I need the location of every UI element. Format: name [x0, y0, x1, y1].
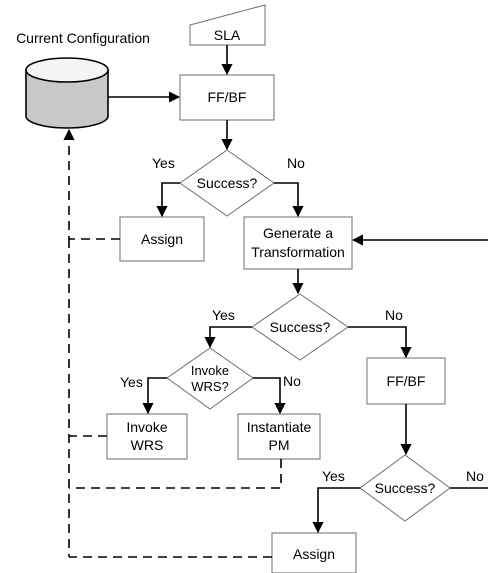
invoke-wrs-line2: WRS — [131, 437, 164, 453]
instantiate-pm-line1: Instantiate — [247, 419, 312, 435]
ff-bf-top-label: FF/BF — [208, 89, 247, 105]
assign-bottom-label: Assign — [293, 546, 335, 562]
ff-bf-top-box: FF/BF — [179, 74, 275, 121]
decision-invoke-wrs-line1: Invoke — [191, 363, 229, 378]
decision-2-yes-label: Yes — [212, 307, 235, 323]
ff-bf-right-label: FF/BF — [387, 373, 426, 389]
generate-transformation-box: Generate a Transformation — [243, 216, 353, 270]
assign-bottom-box: Assign — [271, 532, 357, 573]
assign-top-box: Assign — [119, 216, 205, 262]
invoke-wrs-box: Invoke WRS — [106, 413, 188, 460]
dashed-feedback-connectors — [63, 128, 282, 558]
decision-success-1-label: Success? — [197, 175, 258, 191]
sla-input-shape: SLA — [189, 4, 266, 46]
decision-invoke-wrs: Invoke WRS? — [166, 347, 254, 410]
instantiate-pm-box: Instantiate PM — [237, 413, 321, 460]
decision-3-yes-label: Yes — [120, 374, 143, 390]
decision-1-no-label: No — [287, 155, 305, 171]
decision-success-2-label: Success? — [270, 319, 331, 335]
decision-success-4: Success? — [359, 454, 451, 522]
sla-label: SLA — [214, 27, 241, 43]
decision-4-yes-label: Yes — [322, 468, 345, 484]
ff-bf-right-box: FF/BF — [366, 357, 446, 405]
decision-4-no-label: No — [466, 468, 484, 484]
current-configuration-database-icon — [25, 57, 109, 129]
decision-1-yes-label: Yes — [152, 155, 175, 171]
decision-2-no-label: No — [385, 307, 403, 323]
instantiate-pm-line2: PM — [269, 437, 290, 453]
current-configuration-label: Current Configuration — [16, 30, 150, 46]
invoke-wrs-line1: Invoke — [126, 419, 167, 435]
decision-success-2: Success? — [251, 293, 349, 361]
decision-success-4-label: Success? — [375, 480, 436, 496]
decision-3-no-label: No — [283, 373, 301, 389]
decision-invoke-wrs-line2: WRS? — [191, 379, 229, 394]
solid-connectors — [108, 45, 488, 534]
generate-transformation-line2: Transformation — [251, 244, 345, 260]
assign-top-label: Assign — [141, 231, 183, 247]
decision-success-1: Success? — [179, 149, 275, 217]
generate-transformation-line1: Generate a — [263, 225, 333, 241]
